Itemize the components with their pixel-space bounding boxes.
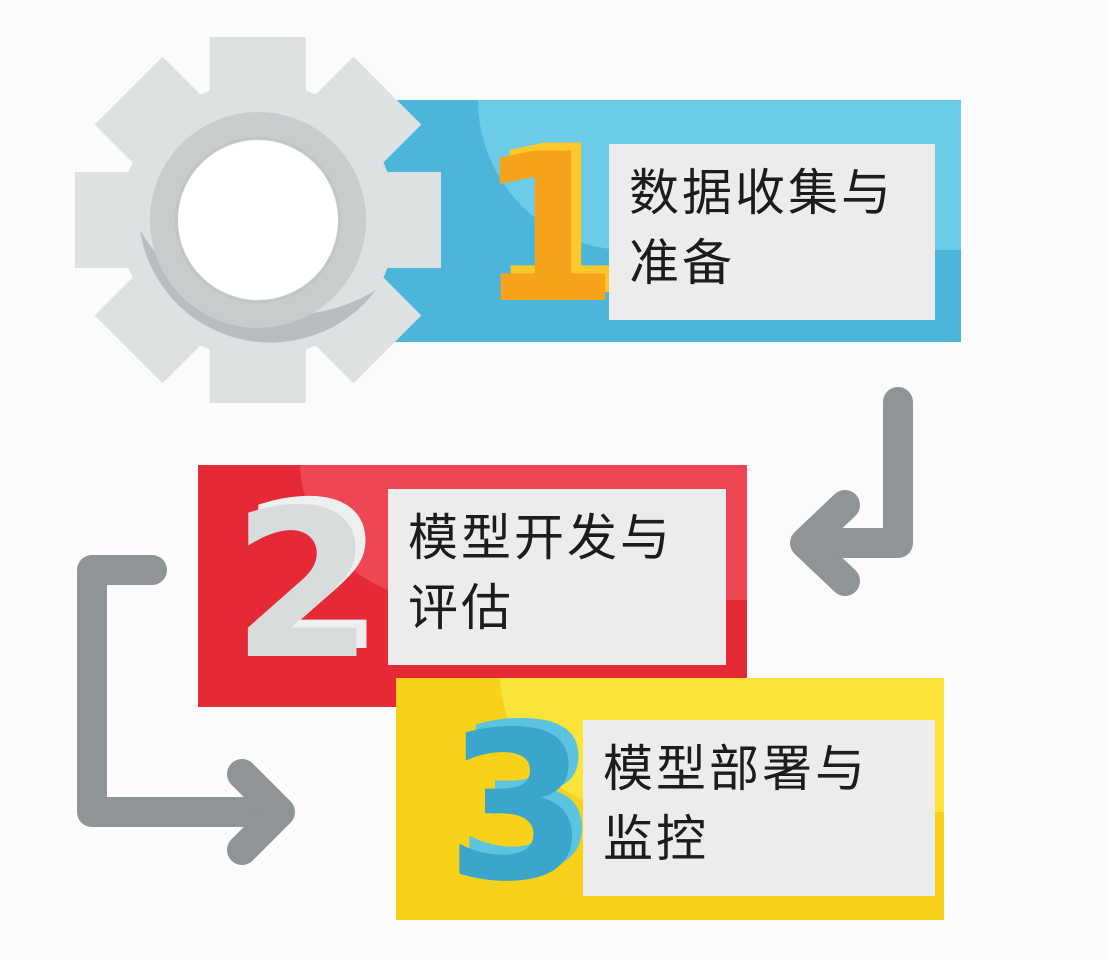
step-2-label: 模型开发与 评估: [388, 489, 726, 665]
arrow-down-left-icon: [790, 387, 913, 596]
gear-icon: [75, 37, 441, 403]
step-3-label: 模型部署与 监控: [583, 720, 935, 896]
step-2-number: 2: [231, 467, 375, 705]
step-3-number: 3: [445, 689, 589, 927]
step-1-label: 数据收集与 准备: [609, 144, 935, 320]
step-1-number: 1: [476, 111, 620, 349]
arrow-right-icon: [77, 555, 295, 865]
